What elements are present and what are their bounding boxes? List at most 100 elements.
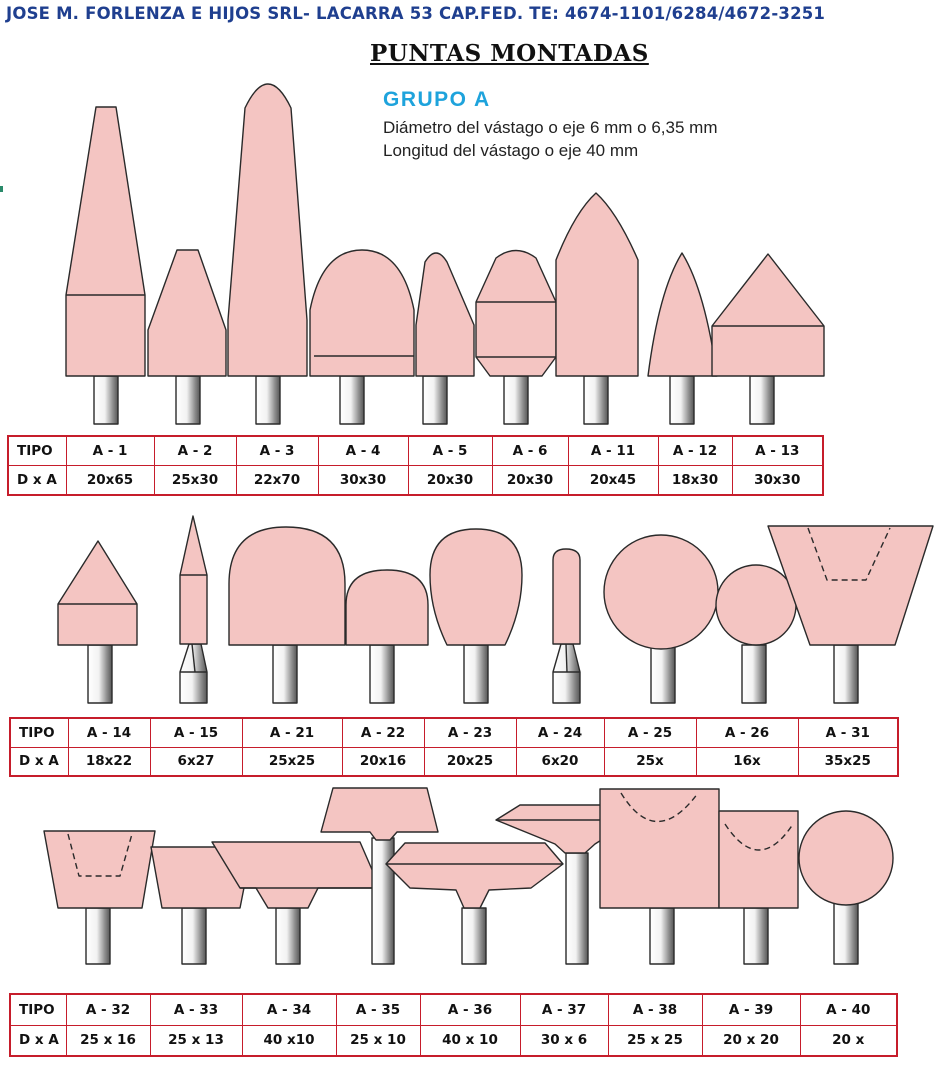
dxa-cell: 40 x 10 [419,1024,521,1057]
row-label-tipo: TIPO [9,717,69,748]
dxa-cell: 20x30 [491,465,569,496]
tipo-cell: A - 22 [341,717,425,748]
tipo-cell: A - 35 [335,993,421,1026]
dxa-cell: 25x30 [153,465,237,496]
point-a5-drawing [415,252,475,425]
dxa-cell: 22x70 [235,465,319,496]
tipo-cell: A - 12 [657,435,733,466]
tipo-cell: A - 36 [419,993,521,1026]
dxa-cell: 20 x 20 [701,1024,801,1057]
tipo-cell: A - 32 [65,993,151,1026]
point-a21-drawing [228,526,346,704]
dxa-cell: 18x30 [657,465,733,496]
tipo-cell: A - 13 [731,435,824,466]
tipo-cell: A - 21 [241,717,343,748]
point-a2-drawing [147,249,227,425]
point-a36-drawing [385,842,564,965]
tipo-cell: A - 31 [797,717,899,748]
dxa-cell: 25x25 [241,746,343,777]
tipo-cell: A - 23 [423,717,517,748]
tipo-cell: A - 38 [607,993,703,1026]
dxa-cell: 25 x 25 [607,1024,703,1057]
dxa-cell: 25 x 13 [149,1024,243,1057]
table-row: TIPO A - 14 A - 15 A - 21 A - 22 A - 23 … [9,717,899,748]
point-a3-drawing [227,83,308,425]
point-a15-drawing [179,515,208,704]
tipo-cell: A - 34 [241,993,337,1026]
point-a24-drawing [552,548,581,704]
dxa-cell: 20x25 [423,746,517,777]
tipo-cell: A - 1 [65,435,155,466]
point-a4-drawing [309,249,415,425]
point-a1-drawing [65,106,146,425]
tipo-cell: A - 6 [491,435,569,466]
point-a22-drawing [345,569,429,704]
tipo-cell: A - 24 [515,717,605,748]
dxa-cell: 25 x 16 [65,1024,151,1057]
tipo-cell: A - 25 [603,717,697,748]
tipo-cell: A - 15 [149,717,243,748]
point-a32-drawing [43,830,156,965]
dxa-cell: 6x27 [149,746,243,777]
tipo-cell: A - 39 [701,993,801,1026]
group-title: GRUPO A [383,88,491,111]
tipo-cell: A - 14 [67,717,151,748]
dxa-cell: 16x [695,746,799,777]
point-a25-drawing [603,534,719,704]
table-row: D x A 18x22 6x27 25x25 20x16 20x25 6x20 … [9,746,899,777]
dxa-cell: 30x30 [317,465,409,496]
point-a14-drawing [57,540,138,704]
dxa-cell: 20x30 [407,465,493,496]
point-a38-drawing [599,788,720,965]
point-a11-drawing [555,192,639,425]
point-a35-drawing [320,787,439,965]
tipo-cell: A - 33 [149,993,243,1026]
table-row: TIPO A - 32 A - 33 A - 34 A - 35 A - 36 … [9,993,898,1026]
tipo-cell: A - 4 [317,435,409,466]
table-row: TIPO A - 1 A - 2 A - 3 A - 4 A - 5 A - 6… [7,435,824,466]
page-title: PUNTAS MONTADAS [370,40,649,67]
dxa-cell: 6x20 [515,746,605,777]
row-label-tipo: TIPO [9,993,67,1026]
spec-table-2: TIPO A - 14 A - 15 A - 21 A - 22 A - 23 … [9,717,899,777]
tipo-cell: A - 37 [519,993,609,1026]
point-a34-drawing [211,841,381,965]
dxa-cell: 20 x [799,1024,898,1057]
point-a6-drawing [475,249,557,425]
tipo-cell: A - 40 [799,993,898,1026]
shank-diameter-spec: Diámetro del vástago o eje 6 mm o 6,35 m… [383,118,718,137]
dxa-cell: 40 x10 [241,1024,337,1057]
dxa-cell: 30x30 [731,465,824,496]
table-row: D x A 25 x 16 25 x 13 40 x10 25 x 10 40 … [9,1024,898,1057]
point-a40-drawing [798,810,894,965]
dxa-cell: 35x25 [797,746,899,777]
row-label-dxa: D x A [9,1024,67,1057]
margin-mark [0,186,3,192]
dxa-cell: 20x16 [341,746,425,777]
spec-table-3: TIPO A - 32 A - 33 A - 34 A - 35 A - 36 … [9,993,898,1057]
point-a12-drawing [647,252,718,425]
row-label-dxa: D x A [9,746,69,777]
company-header: JOSE M. FORLENZA E HIJOS SRL- LACARRA 53… [6,4,826,23]
point-a31-drawing [767,525,934,704]
tipo-cell: A - 3 [235,435,319,466]
point-a39-drawing [718,810,799,965]
dxa-cell: 30 x 6 [519,1024,609,1057]
table-row: D x A 20x65 25x30 22x70 30x30 20x30 20x3… [7,465,824,496]
point-a13-drawing [711,253,825,425]
dxa-cell: 25 x 10 [335,1024,421,1057]
spec-table-1: TIPO A - 1 A - 2 A - 3 A - 4 A - 5 A - 6… [7,435,824,496]
tipo-cell: A - 5 [407,435,493,466]
dxa-cell: 18x22 [67,746,151,777]
tipo-cell: A - 26 [695,717,799,748]
row-label-dxa: D x A [7,465,67,496]
shank-length-spec: Longitud del vástago o eje 40 mm [383,141,639,160]
tipo-cell: A - 11 [567,435,659,466]
dxa-cell: 20x45 [567,465,659,496]
dxa-cell: 25x [603,746,697,777]
point-a26-drawing [715,564,797,704]
point-a37-drawing [495,804,634,965]
point-a23-drawing [429,528,523,704]
row-label-tipo: TIPO [7,435,67,466]
